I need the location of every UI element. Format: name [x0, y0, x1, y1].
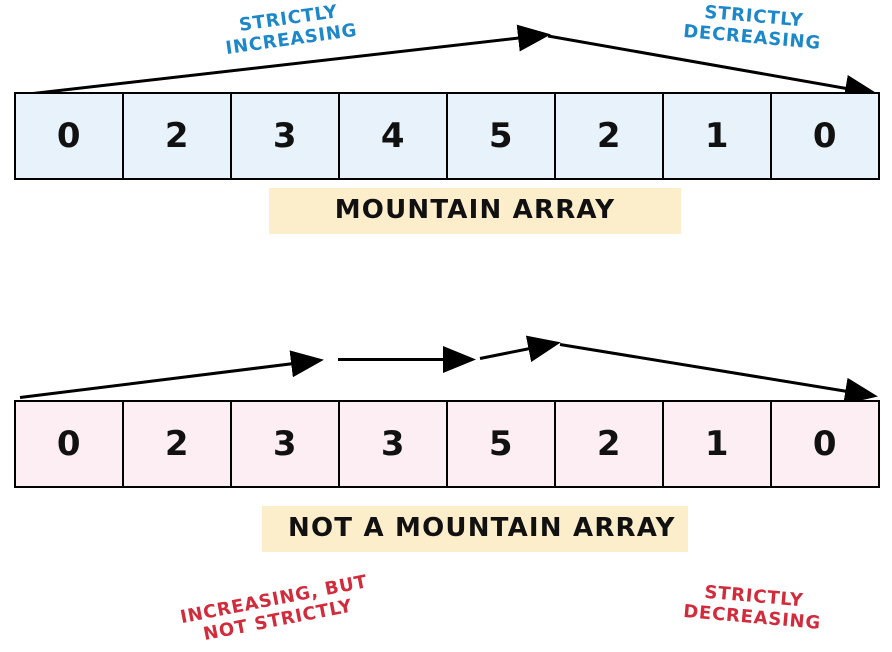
array-mountain: 0 2 3 4 5 2 1 0 — [14, 92, 880, 180]
array-cell: 5 — [448, 94, 556, 178]
array-not-mountain: 0 2 3 3 5 2 1 0 — [14, 400, 880, 488]
array-cell: 2 — [556, 94, 664, 178]
array-cell: 4 — [340, 94, 448, 178]
annotation-increasing-not-strictly: INCREASING, BUT NOT STRICTLY — [178, 571, 370, 646]
arrow-decreasing — [559, 343, 878, 405]
annotation-strictly-decreasing: STRICTLY DECREASING — [682, 1, 822, 55]
array-cell: 0 — [16, 402, 124, 486]
annotation-strictly-decreasing: STRICTLY DECREASING — [682, 581, 822, 635]
arrow-rising-to-peak — [479, 335, 561, 363]
caption-mountain-array: MOUNTAIN ARRAY — [269, 188, 681, 234]
annotation-strictly-increasing: STRICTLY INCREASING — [224, 1, 359, 60]
array-cell: 1 — [664, 402, 772, 486]
array-cell: 5 — [448, 402, 556, 486]
array-cell: 2 — [556, 402, 664, 486]
arrow-decreasing — [547, 34, 878, 102]
array-cell: 2 — [124, 94, 232, 178]
arrow-rising-segment — [19, 350, 324, 399]
array-cell: 3 — [232, 402, 340, 486]
array-cell: 2 — [124, 402, 232, 486]
array-cell: 0 — [16, 94, 124, 178]
array-cell: 0 — [772, 402, 878, 486]
array-cell: 0 — [772, 94, 878, 178]
diagram-mountain-array: STRICTLY INCREASING STRICTLY DECREASING … — [0, 0, 892, 282]
caption-not-a-mountain-array: NOT A MOUNTAIN ARRAY — [262, 506, 688, 552]
arrow-increasing — [19, 24, 551, 97]
array-cell: 3 — [340, 402, 448, 486]
array-cell: 1 — [664, 94, 772, 178]
array-cell: 3 — [232, 94, 340, 178]
